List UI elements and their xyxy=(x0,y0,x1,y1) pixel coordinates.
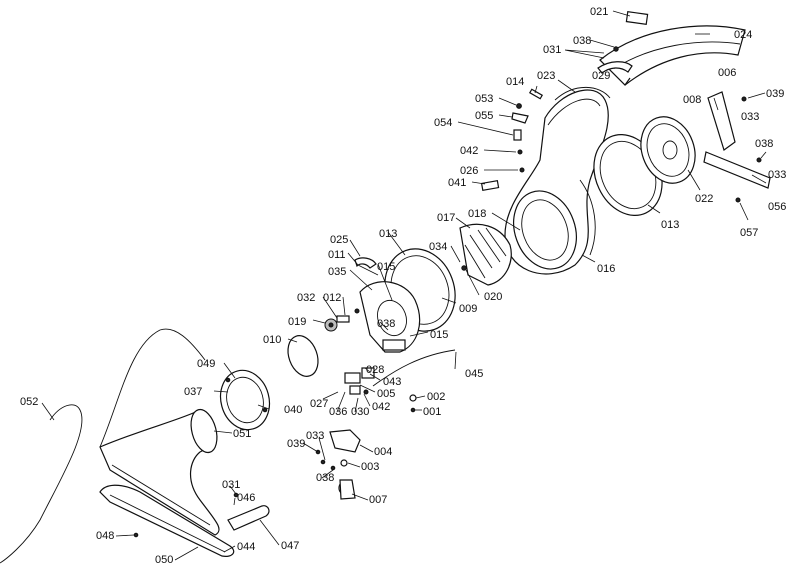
label-028: 028 xyxy=(366,364,384,376)
leader-lines xyxy=(41,10,767,561)
bracket-part xyxy=(707,91,736,151)
hose-part xyxy=(0,328,206,564)
label-049: 049 xyxy=(197,358,215,370)
label-015: 015 xyxy=(377,261,395,273)
label-008: 008 xyxy=(683,94,701,106)
label-055: 055 xyxy=(475,110,493,122)
label-038: 038 xyxy=(573,35,591,47)
label-053: 053 xyxy=(475,93,493,105)
label-002: 002 xyxy=(427,391,445,403)
label-046: 046 xyxy=(237,492,255,504)
label-042: 042 xyxy=(372,401,390,413)
label-050: 050 xyxy=(155,554,173,566)
label-033: 033 xyxy=(741,111,759,123)
label-038: 038 xyxy=(755,138,773,150)
base-strip-part xyxy=(99,484,270,557)
label-052: 052 xyxy=(20,396,38,408)
label-021: 021 xyxy=(590,6,608,18)
label-047: 047 xyxy=(281,540,299,552)
label-048: 048 xyxy=(96,530,114,542)
motor-mount-plate-part xyxy=(354,257,421,353)
label-035: 035 xyxy=(328,266,346,278)
label-040: 040 xyxy=(284,404,302,416)
label-033: 033 xyxy=(768,169,786,181)
label-001: 001 xyxy=(423,406,441,418)
label-038: 038 xyxy=(316,472,334,484)
screw-part-001 xyxy=(410,407,416,413)
label-012: 012 xyxy=(323,292,341,304)
label-006: 006 xyxy=(718,67,736,79)
disc-part xyxy=(287,335,319,377)
label-036: 036 xyxy=(329,406,347,418)
clip-part xyxy=(597,61,633,74)
label-003: 003 xyxy=(361,461,379,473)
label-013: 013 xyxy=(661,219,679,231)
label-031: 031 xyxy=(222,479,240,491)
label-056: 056 xyxy=(768,201,786,213)
label-005: 005 xyxy=(377,388,395,400)
screw-part xyxy=(613,46,619,52)
label-039: 039 xyxy=(287,438,305,450)
hardware-right xyxy=(480,88,762,203)
label-057: 057 xyxy=(740,227,758,239)
label-019: 019 xyxy=(288,316,306,328)
label-014: 014 xyxy=(506,76,524,88)
label-037: 037 xyxy=(184,386,202,398)
label-030: 030 xyxy=(351,406,369,418)
label-024: 024 xyxy=(734,29,752,41)
label-010: 010 xyxy=(263,334,281,346)
washer-part xyxy=(409,394,417,402)
caster-assembly-part xyxy=(315,429,361,500)
label-045: 045 xyxy=(465,368,483,380)
label-029: 029 xyxy=(592,70,610,82)
cable-part xyxy=(372,349,456,387)
label-042: 042 xyxy=(460,145,478,157)
label-020: 020 xyxy=(484,291,502,303)
label-026: 026 xyxy=(460,165,478,177)
label-017: 017 xyxy=(437,212,455,224)
label-018: 018 xyxy=(468,208,486,220)
label-039: 039 xyxy=(766,88,784,100)
label-015: 015 xyxy=(430,329,448,341)
label-034: 034 xyxy=(429,241,447,253)
label-038: 038 xyxy=(377,318,395,330)
label-009: 009 xyxy=(459,303,477,315)
label-044: 044 xyxy=(237,541,255,553)
fan-impeller-part xyxy=(459,223,512,286)
label-016: 016 xyxy=(597,263,615,275)
nozzle-part xyxy=(99,408,220,536)
label-027: 027 xyxy=(310,398,328,410)
mounting-bar-part xyxy=(703,151,771,189)
label-031: 031 xyxy=(543,44,561,56)
label-051: 051 xyxy=(233,428,251,440)
label-023: 023 xyxy=(537,70,555,82)
label-033: 033 xyxy=(306,430,324,442)
label-011: 011 xyxy=(328,249,346,261)
label-013: 013 xyxy=(379,228,397,240)
knob-assembly-part xyxy=(324,308,360,332)
part-labels: 021 024 038 031 029 023 014 006 039 008 … xyxy=(20,6,786,566)
label-007: 007 xyxy=(369,494,387,506)
label-025: 025 xyxy=(330,234,348,246)
switch-cluster-part xyxy=(344,367,375,395)
collar-ring-part xyxy=(219,369,271,431)
label-043: 043 xyxy=(383,376,401,388)
motor-plate-part xyxy=(640,116,696,184)
label-022: 022 xyxy=(695,193,713,205)
label-054: 054 xyxy=(434,117,452,129)
label-004: 004 xyxy=(374,446,392,458)
label-041: 041 xyxy=(448,177,466,189)
label-032: 032 xyxy=(297,292,315,304)
blower-housing-part xyxy=(504,87,611,275)
